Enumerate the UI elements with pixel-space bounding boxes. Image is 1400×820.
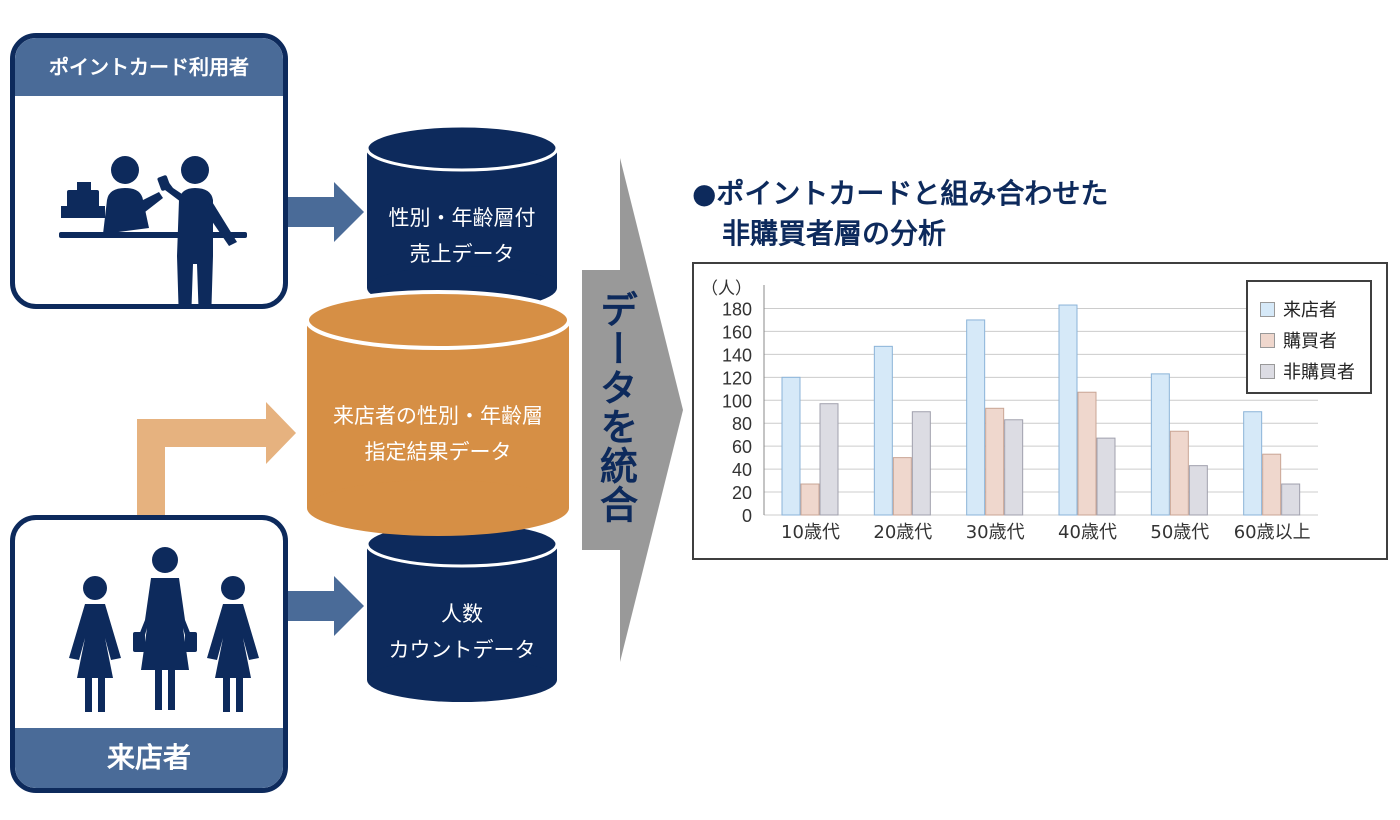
chart-legend: 来店者 購買者 非購買者 [1246, 280, 1372, 394]
bar-2-6 [1262, 453, 1282, 516]
y-tick-label: 180 [722, 299, 752, 319]
legend-swatch-3 [1260, 363, 1275, 379]
legend-label-2: 購買者 [1283, 331, 1337, 352]
legend-item-3: 非購買者 [1260, 358, 1355, 384]
legend-label-1: 来店者 [1283, 300, 1337, 321]
cashier-customer-icon [59, 156, 247, 304]
x-tick-label: 40歳代 [1058, 522, 1117, 543]
bar-3-1 [819, 403, 839, 516]
count-data-line1: 人数 [441, 602, 483, 626]
sales-data-line1: 性別・年齢層付 [388, 206, 536, 230]
visitors-panel: 来店者 [10, 515, 288, 793]
bar-1-1 [781, 376, 801, 516]
y-tick-label: 60 [732, 437, 752, 457]
visitors-group-icon [69, 547, 259, 712]
x-tick-label: 30歳代 [966, 522, 1025, 543]
legend-item-2: 購買者 [1260, 327, 1337, 353]
bar-3-4 [1096, 437, 1116, 516]
sales-data-label: 性別・年齢層付 売上データ [367, 200, 557, 272]
sales-data-line2: 売上データ [409, 242, 515, 266]
x-tick-label: 20歳代 [873, 522, 932, 543]
y-tick-label: 120 [722, 368, 752, 388]
y-tick-label: 160 [722, 322, 752, 342]
y-unit-label: （人） [701, 279, 752, 299]
x-tick-label: 50歳代 [1150, 522, 1209, 543]
visitors-label: 来店者 [15, 728, 283, 788]
bar-3-2 [911, 411, 931, 516]
merge-label: データを統合 [593, 290, 638, 524]
point-card-users-label: ポイントカード利用者 [15, 38, 283, 96]
y-tick-label: 100 [722, 391, 752, 411]
count-data-label: 人数 カウントデータ [367, 596, 557, 668]
y-tick-label: 80 [732, 414, 752, 434]
legend-swatch-2 [1260, 332, 1275, 348]
y-tick-label: 40 [732, 460, 752, 480]
analysis-title-line1: ●ポイントカードと組み合わせた [692, 177, 1109, 210]
bar-1-4 [1058, 304, 1078, 516]
bar-1-3 [966, 319, 986, 516]
y-tick-label: 20 [732, 483, 752, 503]
bar-3-3 [1004, 419, 1024, 516]
count-data-line2: カウントデータ [388, 638, 536, 662]
bar-1-2 [873, 345, 893, 516]
bar-2-2 [892, 457, 912, 516]
bar-2-4 [1077, 391, 1097, 516]
attribute-data-cylinder [305, 290, 571, 536]
y-tick-label: 140 [722, 345, 752, 365]
bar-1-6 [1243, 411, 1263, 516]
legend-label-3: 非購買者 [1283, 362, 1355, 383]
bar-3-5 [1188, 465, 1208, 516]
point-card-users-panel: ポイントカード利用者 [10, 33, 288, 309]
analysis-title-line2: 非購買者層の分析 [722, 217, 947, 250]
y-tick-label: 0 [742, 506, 752, 526]
bar-2-1 [800, 483, 820, 516]
bar-2-5 [1169, 430, 1189, 516]
count-data-cylinder [365, 520, 559, 702]
bar-1-5 [1150, 373, 1170, 516]
legend-item-1: 来店者 [1260, 296, 1337, 322]
arrow-to-sales-data [288, 182, 364, 242]
attribute-data-line1: 来店者の性別・年齢層 [333, 404, 543, 428]
bar-3-6 [1281, 483, 1301, 516]
bar-2-3 [985, 407, 1005, 516]
legend-swatch-1 [1260, 301, 1275, 317]
attribute-data-label: 来店者の性別・年齢層 指定結果データ [307, 398, 569, 470]
merge-arrow [582, 158, 683, 662]
arrow-to-count-data [288, 576, 364, 636]
x-tick-label: 10歳代 [781, 522, 840, 543]
x-tick-label: 60歳以上 [1234, 522, 1311, 543]
arrow-to-attribute-data [137, 402, 296, 515]
attribute-data-line2: 指定結果データ [364, 440, 512, 464]
